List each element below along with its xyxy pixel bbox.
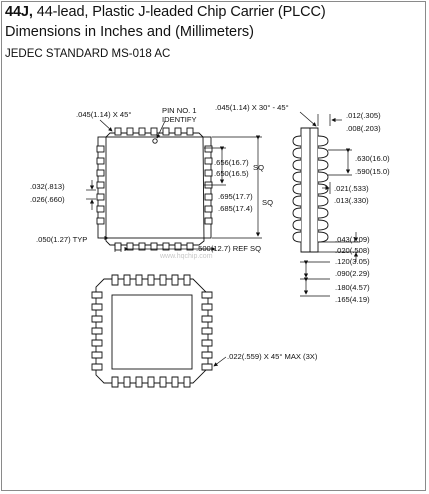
standoff-min-label: .020(.508) — [335, 246, 370, 255]
height-two-max-label: .180(4.57) — [335, 283, 370, 292]
footprint-min-label: .590(15.0) — [355, 167, 390, 176]
lead-j-min-label: .013(.330) — [334, 196, 369, 205]
side-view-body — [300, 127, 319, 253]
top-view-dimensions — [86, 119, 262, 252]
overall-sq-label: SQ — [262, 198, 273, 207]
top-view-package — [96, 127, 213, 251]
package-code: 44J, — [5, 4, 33, 20]
ref-sq-label: .500(12.7) REF SQ — [196, 244, 261, 253]
bottom-view-inner — [111, 294, 193, 370]
standoff-label: .043(1.09) — [335, 235, 370, 244]
top-view-lead-outline — [97, 136, 212, 239]
body-size-max-label: .656(16.7) — [214, 158, 249, 167]
corner-chamfer-label: .022(.559) X 45° MAX (3X) — [227, 352, 318, 361]
height-one-min-label: .090(2.29) — [335, 269, 370, 278]
jedec-standard: JEDEC STANDARD MS-018 AC — [5, 48, 171, 60]
bottom-view-pads-bottom — [111, 376, 191, 388]
lead-width-min-label: .026(.660) — [30, 195, 65, 204]
body-sq-label: SQ — [253, 163, 264, 172]
overall-size-min-label: .685(17.4) — [218, 204, 253, 213]
pitch-label: .050(1.27) TYP — [36, 235, 87, 244]
bottom-view-pads-right — [201, 291, 213, 371]
chamfer-top-label: .045(1.14) X 45° — [76, 110, 131, 119]
lead-width-max-label: .032(.813) — [30, 182, 65, 191]
bottom-view-pads-top — [111, 274, 191, 286]
footprint-max-label: .630(16.0) — [355, 154, 390, 163]
package-title: 44J, 44-lead, Plastic J-leaded Chip Carr… — [5, 4, 326, 21]
overall-size-max-label: .695(17.7) — [218, 192, 253, 201]
height-two-min-label: .165(4.19) — [335, 295, 370, 304]
body-size-min-label: .650(16.5) — [214, 169, 249, 178]
side-view-j-leads — [292, 135, 329, 243]
side-view-package — [292, 127, 329, 253]
pin-one-identify-label: IDENTIFY — [162, 115, 197, 124]
top-view-leads-left — [96, 145, 105, 225]
lead-j-max-label: .021(.533) — [334, 184, 369, 193]
side-view-dimensions — [299, 111, 360, 297]
watermark: www.hqchip.com — [159, 253, 213, 260]
top-view-body — [105, 132, 205, 246]
lead-thickness-min-label: .008(.203) — [346, 124, 381, 133]
bottom-view-pads-left — [91, 291, 103, 371]
package-description: 44-lead, Plastic J-leaded Chip Carrier (… — [32, 4, 326, 20]
units-subtitle: Dimensions in Inches and (Millimeters) — [5, 24, 254, 40]
pin-one-marker-icon — [152, 138, 158, 144]
pin-one-label: PIN NO. 1 — [162, 106, 197, 115]
lead-thickness-max-label: .012(.305) — [346, 111, 381, 120]
bottom-view-dimensions — [213, 356, 227, 367]
top-view-leads-top — [114, 127, 194, 136]
bottom-view-package — [91, 274, 213, 388]
chamfer-side-label: .045(1.14) X 30° - 45° — [215, 103, 289, 112]
height-one-max-label: .120(3.05) — [335, 257, 370, 266]
